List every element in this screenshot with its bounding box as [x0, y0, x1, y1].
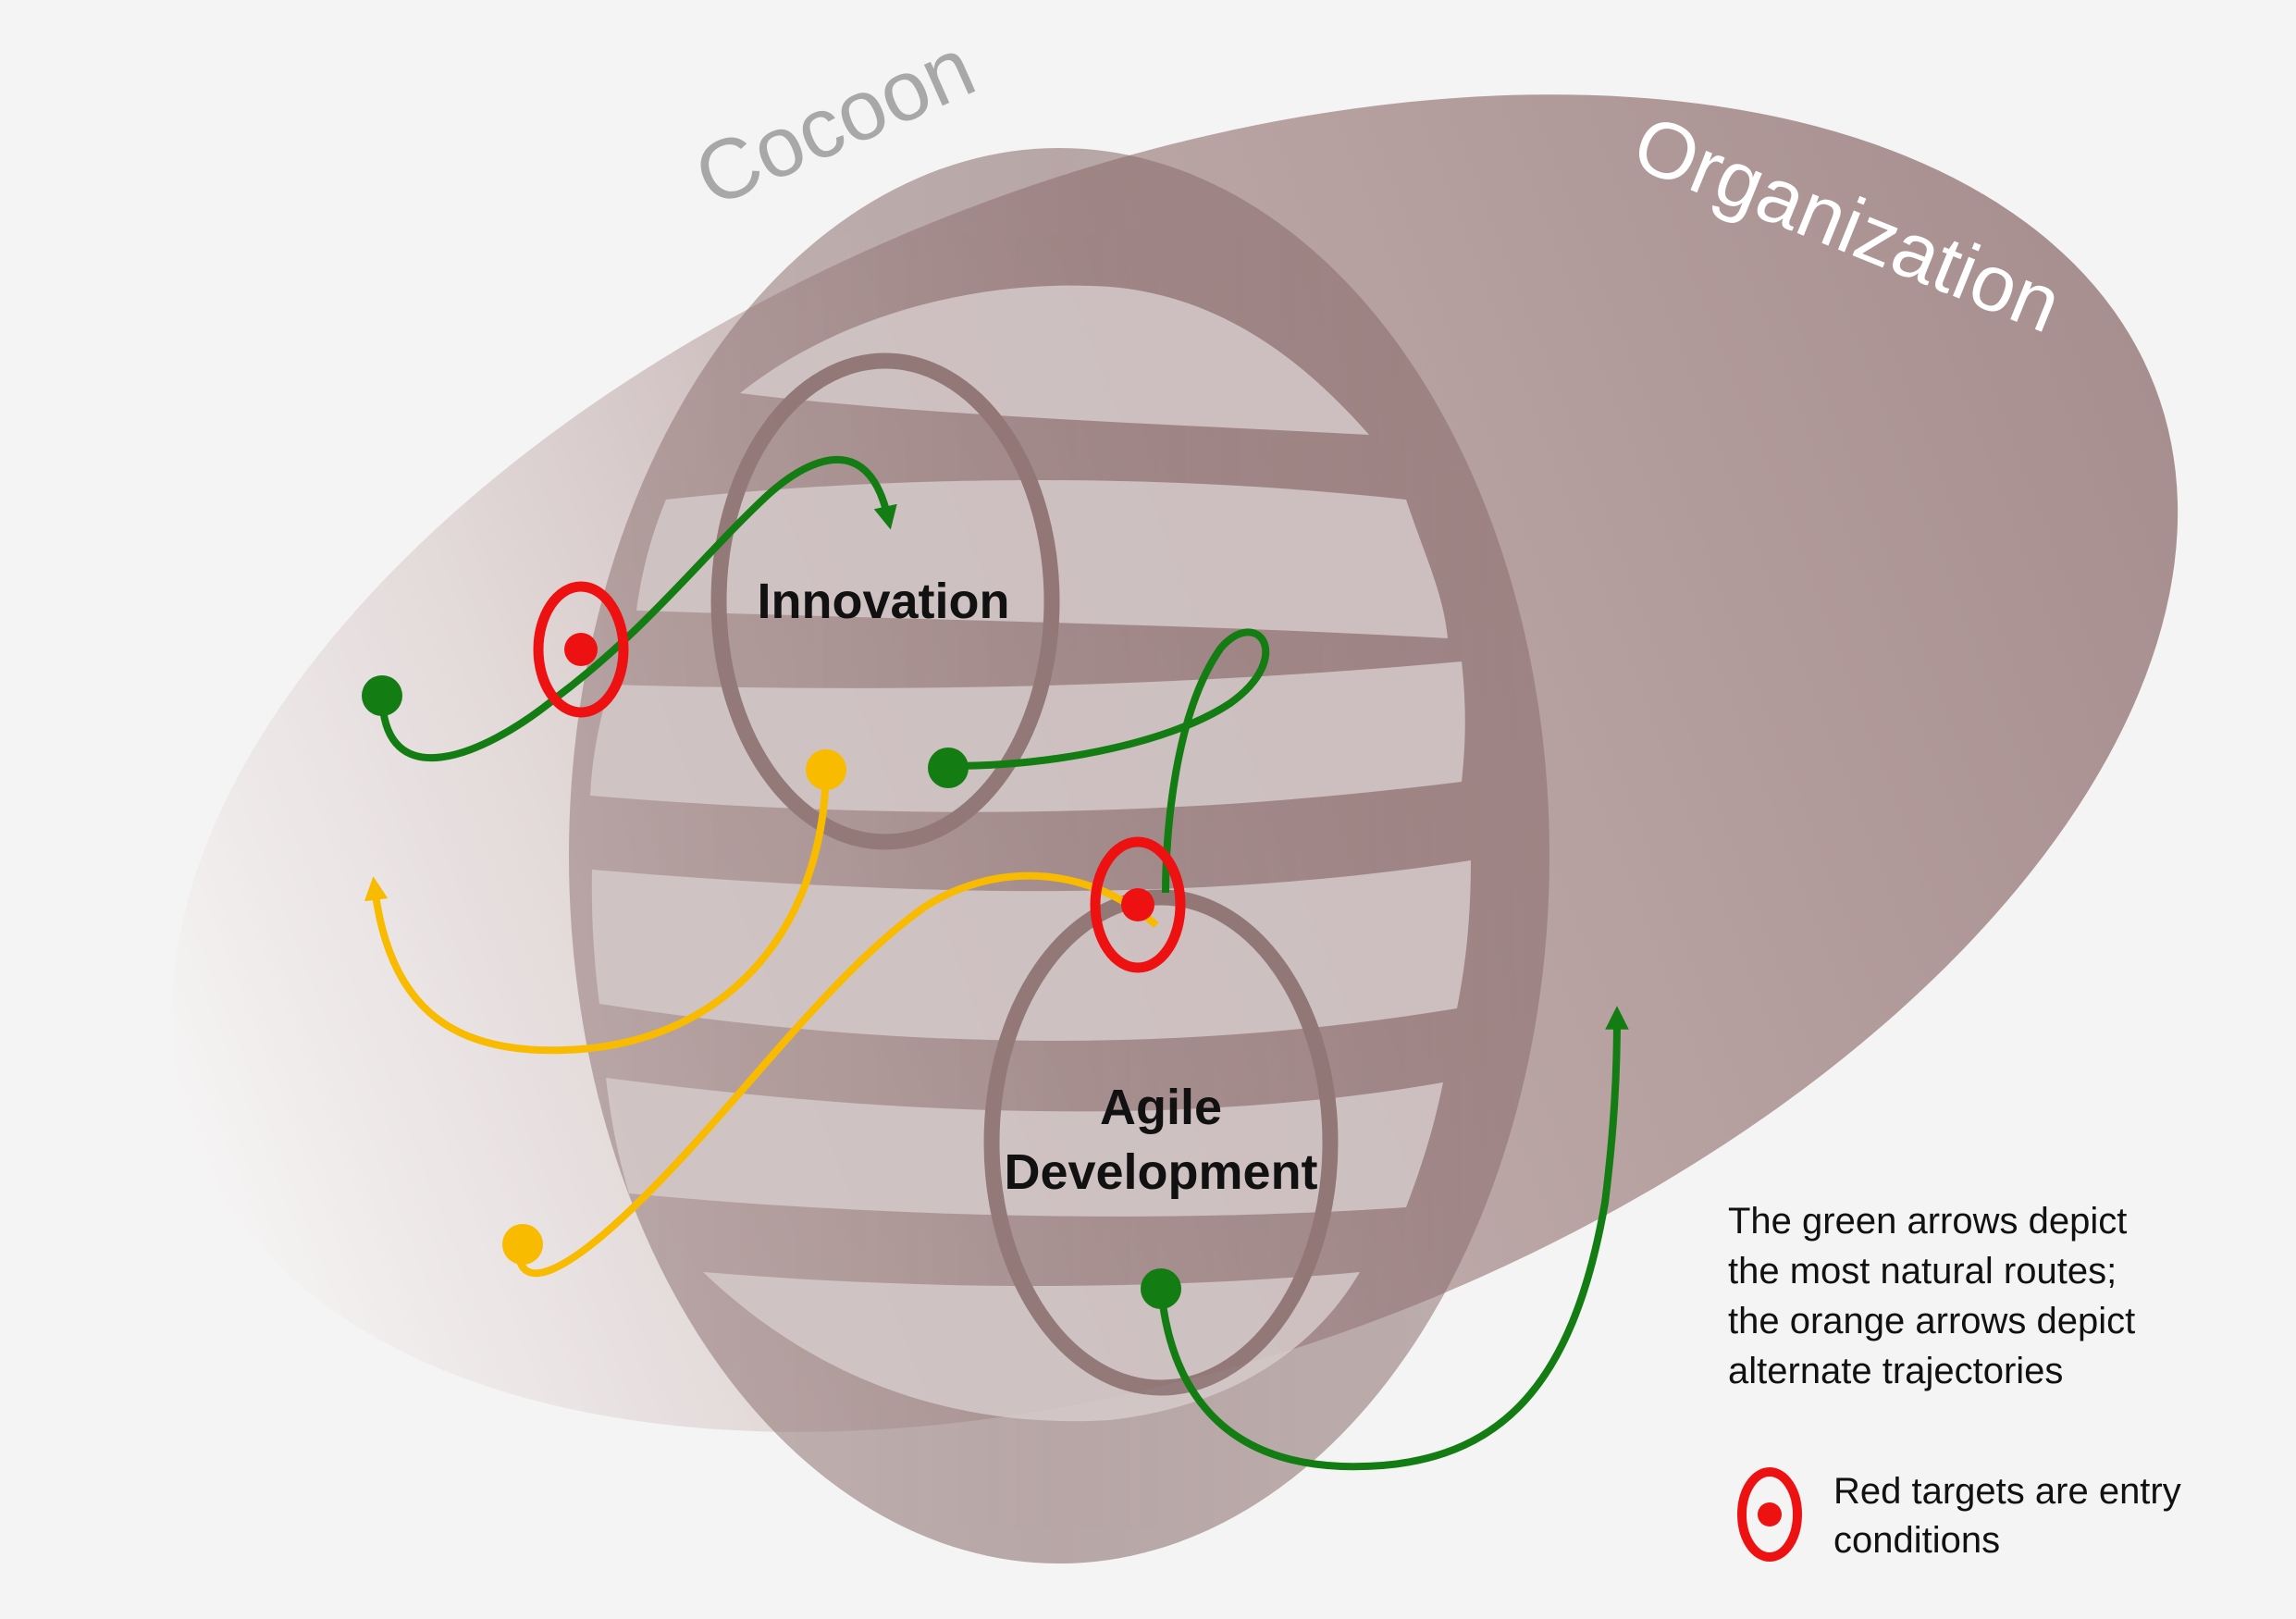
- agile-ring: [983, 889, 1339, 1396]
- legend-arrows-line-4: alternate trajectories: [1728, 1351, 2063, 1391]
- orange-route-center: [514, 871, 1159, 1278]
- cocoon-gap-1: [740, 285, 1369, 435]
- innovation-ring: [710, 352, 1060, 850]
- entry-target: [1090, 836, 1186, 973]
- cocoon-gap-4: [591, 860, 1471, 1041]
- legend-target-line-2: conditions: [1833, 1520, 2000, 1561]
- green-start-dot: [1141, 1268, 1181, 1309]
- orange-route-left: [364, 769, 830, 1055]
- orange-routes: [364, 769, 1159, 1278]
- legend-target-icon: [1737, 1467, 1802, 1562]
- green-routes: [378, 455, 1629, 1471]
- target-center: [564, 633, 598, 666]
- cocoon-gap-5: [606, 1078, 1443, 1217]
- legend-arrows-line-2: the most natural routes;: [1728, 1251, 2117, 1291]
- target-center: [1758, 1502, 1782, 1526]
- orange-start-dot: [502, 1224, 543, 1265]
- entry-target: [533, 581, 629, 718]
- agile-label-line2: Development: [1004, 1144, 1317, 1200]
- green-start-dot: [362, 675, 402, 716]
- legend-arrows-line-1: The green arrows depict: [1728, 1201, 2127, 1242]
- legend-target-line-1: Red targets are entry: [1833, 1471, 2181, 1512]
- bullseye-target-icon: [1737, 1467, 1802, 1562]
- innovation-label: Innovation: [758, 574, 1010, 629]
- orange-start-dot: [806, 749, 846, 790]
- bullseye-target-icon: [533, 581, 629, 718]
- green-start-dot: [928, 748, 969, 788]
- agile-label-line1: Agile: [1100, 1080, 1222, 1135]
- legend: The green arrows depict the most natural…: [1728, 1201, 2181, 1562]
- cocoon-shell: [569, 148, 1549, 1563]
- bullseye-target-icon: [1090, 836, 1186, 973]
- target-center: [1121, 888, 1154, 921]
- green-route-loop: [947, 628, 1270, 894]
- legend-arrows-line-3: the orange arrows depict: [1728, 1301, 2135, 1341]
- green-route-upper: [378, 455, 897, 762]
- green-route-lower: [1157, 1006, 1629, 1471]
